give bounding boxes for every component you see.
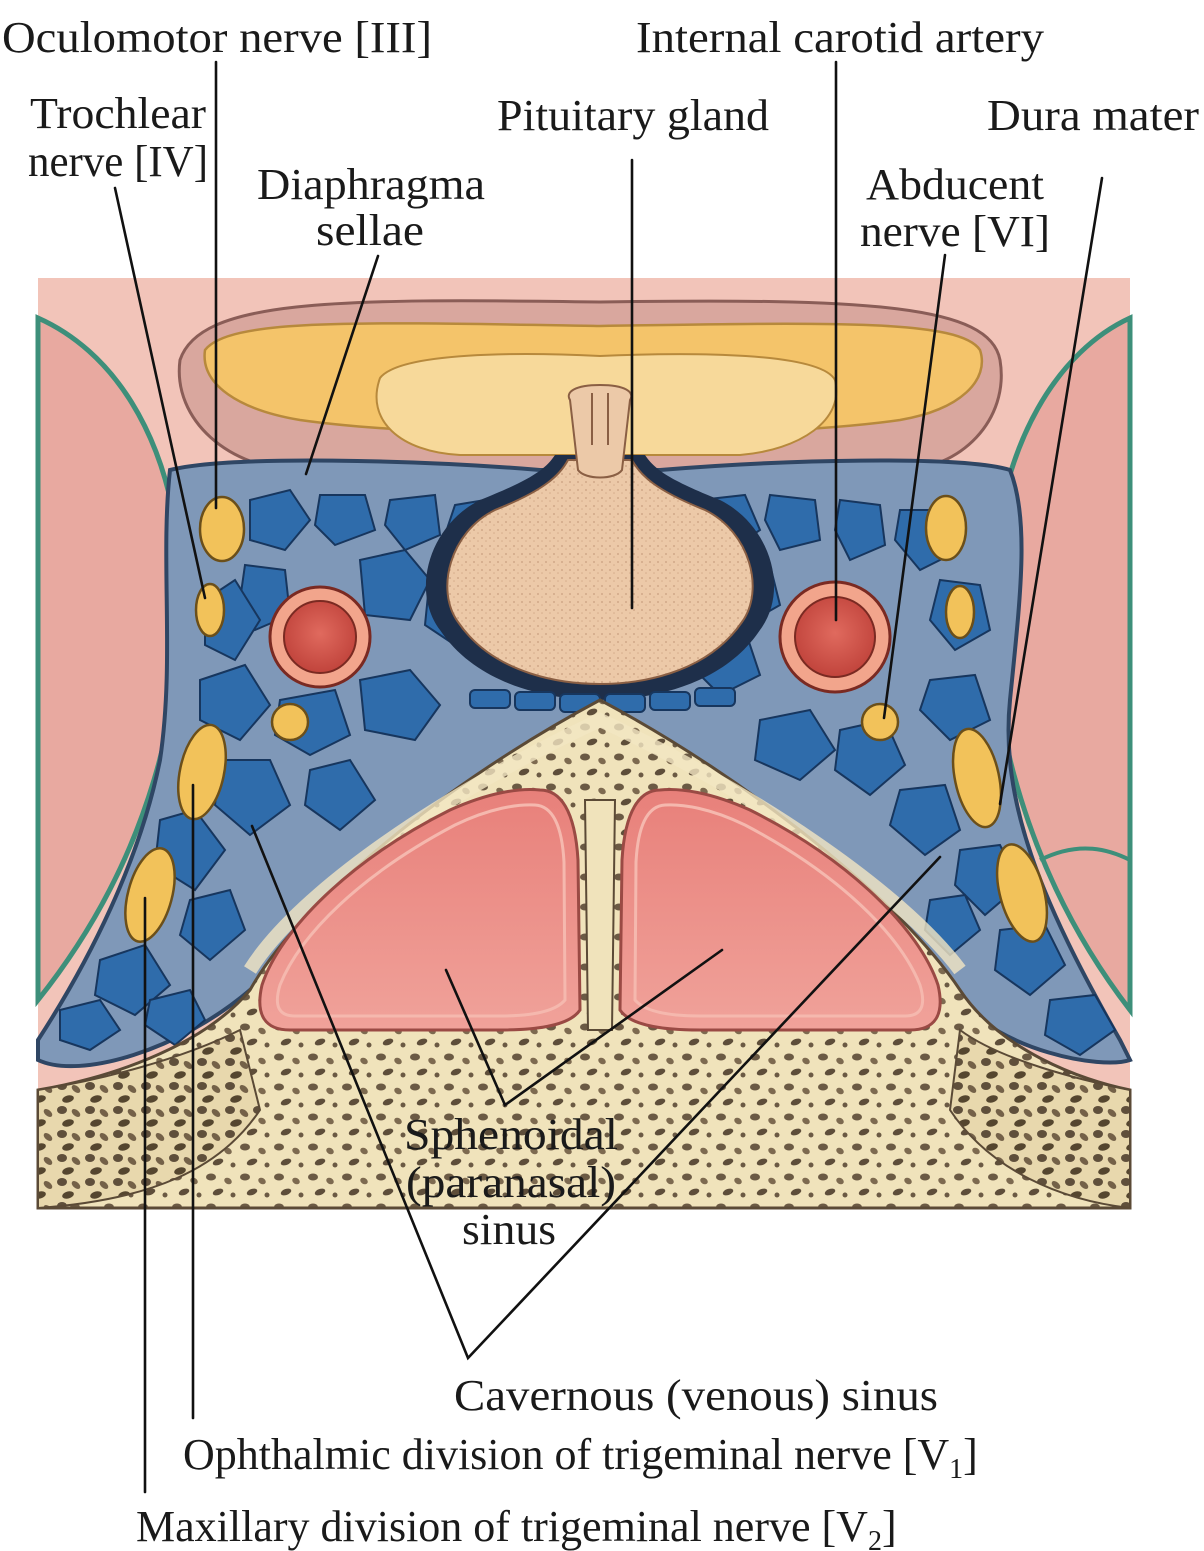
label-maxillary: Maxillary division of trigeminal nerve [… xyxy=(136,1502,897,1551)
label-ophthalmic-main: Ophthalmic division of trigeminal nerve … xyxy=(183,1430,949,1479)
label-maxillary-subscript: 2 xyxy=(868,1526,882,1551)
label-ophthalmic-subscript: 1 xyxy=(949,1454,963,1485)
label-abducent-line1: Abducent xyxy=(866,160,1044,209)
label-trochlear-line2: nerve [IV] xyxy=(28,137,208,186)
label-ophthalmic-end: ] xyxy=(963,1430,978,1479)
label-cavernous: Cavernous (venous) sinus xyxy=(454,1371,938,1420)
sinus-septum xyxy=(585,800,615,1030)
right-oculomotor-nerve xyxy=(926,496,966,560)
label-diaphragma-line2: sellae xyxy=(316,206,424,255)
left-abducent-nerve xyxy=(272,704,308,740)
label-internal-carotid: Internal carotid artery xyxy=(636,13,1044,62)
right-trochlear-nerve xyxy=(946,586,974,638)
label-ophthalmic: Ophthalmic division of trigeminal nerve … xyxy=(183,1430,978,1485)
left-internal-carotid xyxy=(270,587,370,687)
label-dura: Dura mater xyxy=(987,91,1199,140)
label-sphenoidal-line2: (paranasal) xyxy=(406,1158,616,1207)
label-abducent-line2: nerve [VI] xyxy=(860,207,1050,256)
label-pituitary: Pituitary gland xyxy=(497,91,769,140)
pituitary-stalk xyxy=(569,385,632,478)
label-sphenoidal-line3: sinus xyxy=(462,1205,556,1254)
label-sphenoidal-line1: Sphenoidal xyxy=(404,1110,618,1159)
left-trochlear-nerve xyxy=(196,584,224,636)
label-maxillary-main: Maxillary division of trigeminal nerve [… xyxy=(136,1502,868,1551)
illustration xyxy=(38,278,1130,1208)
label-diaphragma-line1: Diaphragma xyxy=(257,160,485,209)
label-trochlear-line1: Trochlear xyxy=(30,89,206,138)
left-oculomotor-nerve xyxy=(200,497,244,561)
right-abducent-nerve xyxy=(862,704,898,740)
label-maxillary-end: ] xyxy=(882,1502,897,1551)
label-oculomotor: Oculomotor nerve [III] xyxy=(2,13,432,62)
